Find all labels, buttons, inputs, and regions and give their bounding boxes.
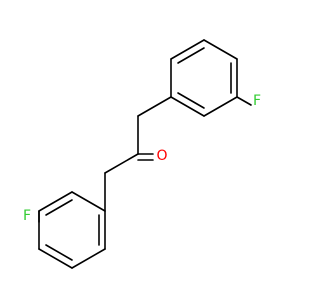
bond <box>170 96 205 117</box>
double-bond-inner <box>45 199 73 216</box>
fluorine-label-bottom: F <box>23 208 31 224</box>
oxygen-label: O <box>156 148 167 164</box>
bond <box>104 153 139 174</box>
upper-fluorophenyl-ring <box>170 39 252 117</box>
bond <box>170 39 205 60</box>
bond <box>71 191 106 212</box>
bond <box>38 191 73 212</box>
bond <box>203 39 238 60</box>
bond <box>38 248 73 269</box>
molecule-diagram: F O F <box>23 39 261 269</box>
double-bond-inner <box>45 244 73 261</box>
lower-fluorophenyl-ring <box>38 172 106 269</box>
bond <box>203 96 238 117</box>
propanone-chain <box>104 96 172 174</box>
bond-c-f <box>236 96 252 106</box>
bond <box>137 96 172 117</box>
fluorine-label-top: F <box>253 93 261 109</box>
bond <box>71 248 106 269</box>
double-bond-inner <box>177 92 205 109</box>
double-bond-inner <box>177 47 205 64</box>
